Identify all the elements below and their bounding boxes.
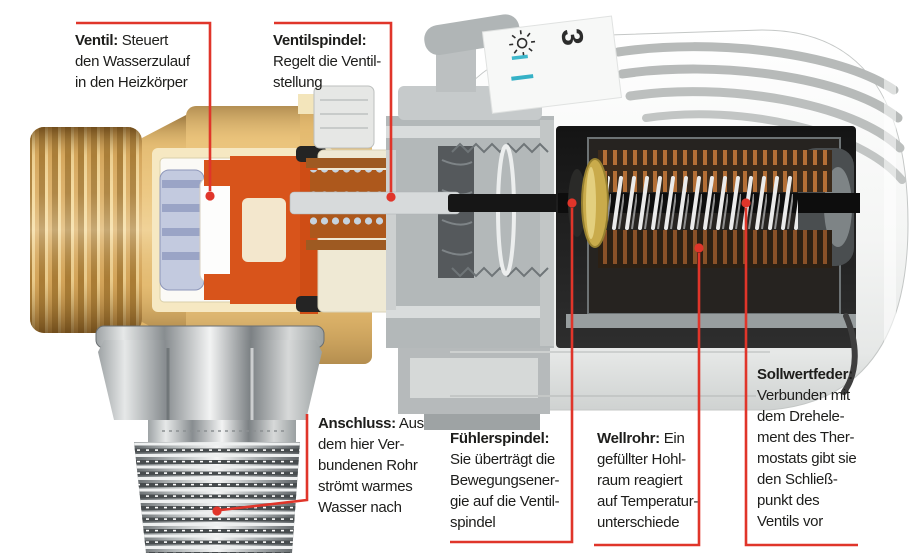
bonnet-fin [386,126,554,138]
cap-seam-notch [841,313,858,395]
leader-sollwertfeder [744,208,858,547]
valve-cone [199,177,235,283]
label-ventil-desc: Steuert den Wasserzulauf in den Heizkörp… [75,32,190,91]
gland-lines [320,99,368,129]
valve-return-spring [310,170,386,196]
packing-gland [313,85,375,149]
label-wellrohr-term: Wellrohr: [597,430,660,447]
leader-ventilspindel [274,21,393,192]
leader-dot-anschluss [212,506,222,516]
label-fuehlerspindel-term: Fühlerspindel: [450,430,550,447]
rib-groove [613,42,899,95]
leader-dot-ventil [205,191,215,201]
label-anschluss-desc: Aus dem hier Ver- bundenen Rohr strömt w… [318,415,424,516]
rib-groove [642,110,906,184]
label-fuehlerspindel: Fühlerspindel: Sie überträgt die Bewegun… [450,428,570,533]
spring-cap-bottom [306,240,396,250]
label-anschluss: Anschluss: Aus dem hier Ver- bundenen Ro… [318,413,440,518]
brass-valve-body [30,94,397,364]
label-ventil: Ventil: Steuert den Wasserzulauf in den … [75,30,217,93]
label-ventil-term: Ventil: [75,32,118,49]
dial-tick-mark [511,74,534,81]
thread-ridges [134,442,300,553]
brass-washer-highlight [586,167,596,239]
valve-disc-rib [162,228,202,236]
frost-icon-core [516,37,528,49]
leader-dots [205,191,751,516]
dial-collar: 3 [481,15,623,114]
leader-dot-ventilspindel [386,192,396,202]
rib-groove [625,87,905,153]
leader-dot-fuehlerspindel [567,198,577,208]
radiator-thread-shade [30,127,142,333]
valve-bonnet [386,14,554,430]
label-ventilspindel: Ventilspindel: Regelt die Ventil- stellu… [273,30,399,93]
connector-male-thread [134,442,300,553]
cage-inner [242,198,286,262]
valve-return-spring [310,212,386,238]
spindle-spring-housing [306,149,397,313]
label-fuehlerspindel-desc: Sie überträgt die Bewegungsener- gie auf… [450,451,560,531]
dial-tick-mark [511,54,528,61]
label-sollwertfeder-term: Sollwertfeder: [757,366,853,383]
connector-hex-nut [98,340,322,420]
bonnet-fin [386,150,396,310]
pipe-connector [95,325,325,553]
leader-wellrohr [594,253,701,547]
cap-highlight [884,70,896,350]
label-wellrohr-desc: Ein gefüllter Hohl- raum reagiert auf Te… [597,430,699,531]
dial-number: 3 [554,27,589,48]
bellows-corrugation-bottom [598,230,832,268]
connector-neck [148,420,296,442]
valve-disc-rib [162,252,202,260]
leader-anschluss [220,414,309,512]
valve-interior [152,146,360,314]
spring-cap-top [306,158,396,168]
valve-disc-rib [162,180,202,188]
label-wellrohr: Wellrohr: Ein gefüllter Hohl- raum reagi… [597,428,701,533]
label-sollwertfeder-desc: Verbunden mit dem Drehele- ment des Ther… [757,387,857,530]
thread-engagement-bottom [451,266,549,278]
sensor-spindle-rod [448,194,568,212]
valve-disc-rib [162,204,202,212]
head-cavity [556,126,860,348]
shell-grip-ribs [613,42,906,184]
label-ventilspindel-term: Ventilspindel: [273,32,367,49]
bonnet-fin [386,306,554,318]
frost-protection-icon [509,30,536,57]
housing-base-plate [566,314,856,328]
leader-dot-sollwertfeder [741,198,751,208]
leader-lines [76,21,858,547]
cage-arm-top [204,160,250,186]
leader-fuehlerspindel [450,208,574,544]
frost-icon-rays [509,30,536,57]
collar-face [481,15,623,114]
bonnet-fin [540,120,554,346]
cage-arm-bottom [204,274,250,300]
valve-spindle-rod [289,191,461,215]
thread-engagement-top [451,142,549,154]
label-sollwertfeder: Sollwertfeder: Verbunden mit dem Drehele… [757,364,869,532]
setpoint-spring [608,176,798,234]
label-anschluss-term: Anschluss: [318,415,396,432]
rib-groove [617,64,903,123]
label-ventilspindel-desc: Regelt die Ventil- stellung [273,53,382,91]
bonnet-skirt-lip [424,414,540,430]
leader-dot-wellrohr [694,243,704,253]
bonnet-skirt-face [410,358,538,398]
leader-ventil [76,21,212,191]
shell-details [450,70,896,397]
